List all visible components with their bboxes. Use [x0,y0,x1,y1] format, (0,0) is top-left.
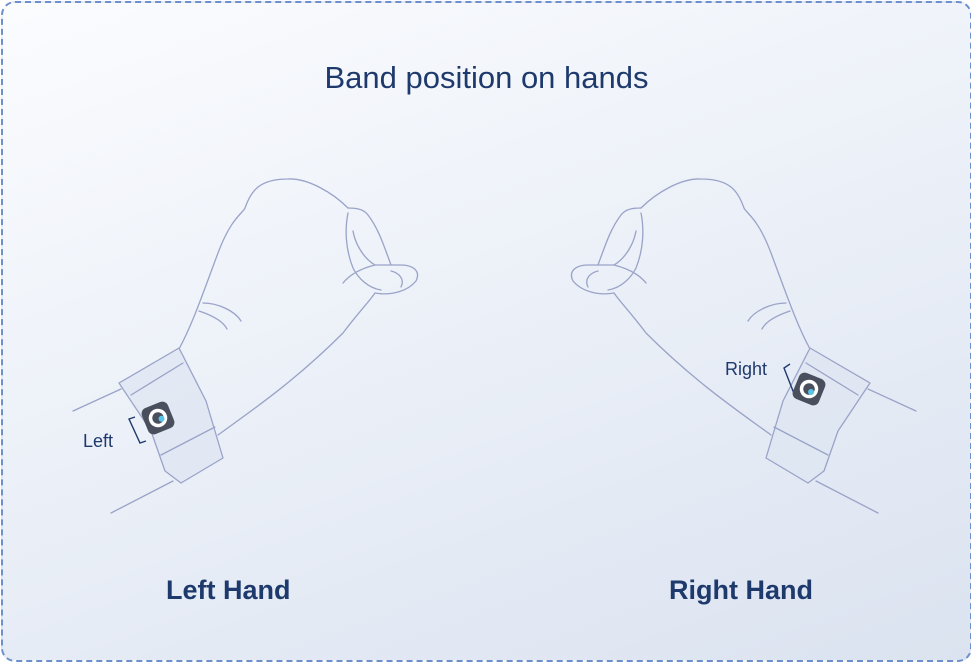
illustration [72,178,917,514]
left-device-icon [141,401,175,435]
right-device-icon [792,372,826,406]
right-hand-caption: Right Hand [669,575,813,605]
right-band [765,347,871,484]
left-bracket [128,416,147,444]
left-hand-caption: Left Hand [166,575,291,605]
right-band-label: Right [725,359,768,379]
left-band-label: Left [83,431,114,451]
left-hand-outline [72,178,419,514]
page-title: Band position on hands [324,60,649,95]
right-hand-outline [570,178,917,514]
